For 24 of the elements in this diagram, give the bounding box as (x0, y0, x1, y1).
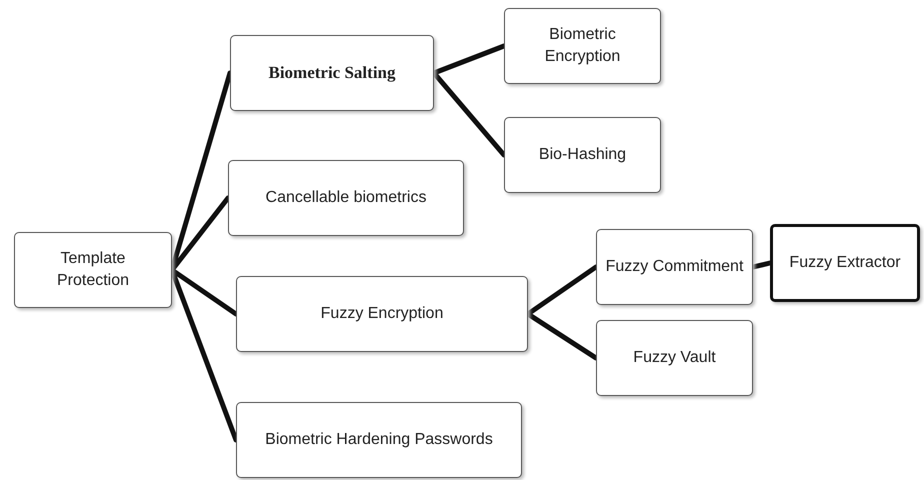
box-label: Template Protection (56, 249, 130, 291)
box-label: Biometric Salting (268, 62, 396, 84)
box-label: Fuzzy Vault (633, 348, 716, 368)
box-label: Fuzzy Extractor (789, 253, 901, 274)
process-box (596, 320, 753, 396)
connector-line (526, 264, 598, 316)
box-label: Fuzzy Commitment (606, 257, 744, 278)
box-label: Biometric Hardening Passwords (265, 430, 493, 450)
connector-line (432, 44, 506, 76)
box-label: Cancellable biometrics (266, 188, 426, 208)
process-box (504, 8, 661, 84)
process-box (236, 276, 528, 352)
process-box (596, 229, 753, 305)
box-label: Biometric Encryption (544, 25, 622, 67)
box-label: Fuzzy Encryption (320, 304, 444, 324)
process-box (14, 232, 172, 308)
connector-line (526, 312, 598, 360)
process-box (504, 117, 661, 193)
process-box (236, 402, 522, 478)
process-box (228, 160, 464, 236)
process-box (230, 35, 434, 111)
box-label: Bio-Hashing (538, 145, 626, 166)
process-box (770, 224, 920, 302)
connector-line (750, 260, 772, 270)
